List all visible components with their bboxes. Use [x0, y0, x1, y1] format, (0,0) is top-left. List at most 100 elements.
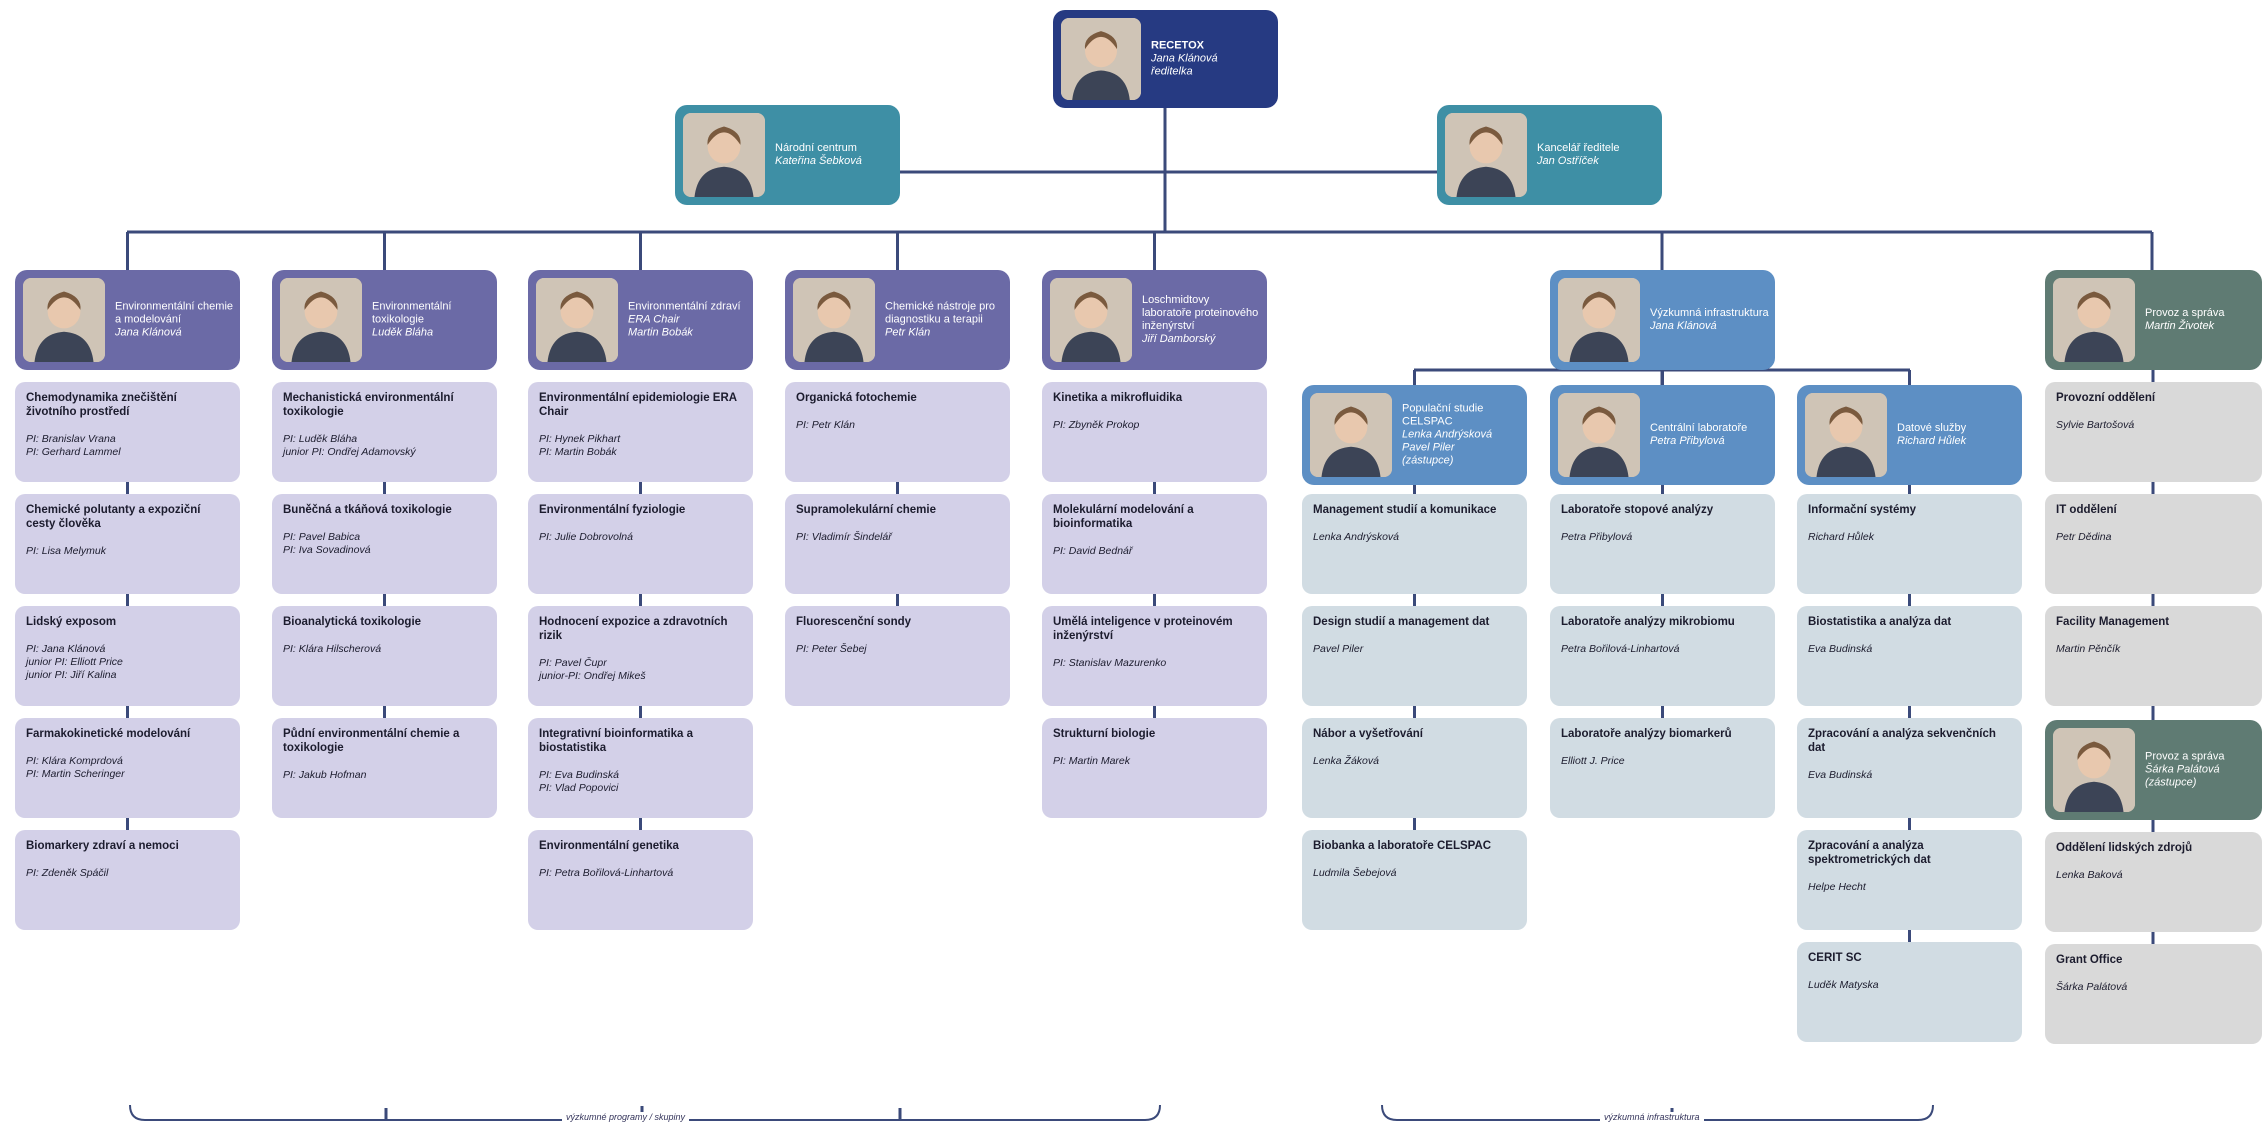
group-title: Grant Office	[2056, 954, 2123, 966]
person-silhouette-icon	[2053, 728, 2135, 812]
person-silhouette-icon	[1061, 18, 1141, 100]
avatar	[1061, 18, 1141, 100]
person-silhouette-icon	[280, 278, 362, 362]
group-title: Chemické polutanty a expoziční cesty člo…	[26, 504, 201, 530]
group-title: Environmentální epidemiologie ERA Chair	[539, 392, 737, 418]
avatar	[1558, 393, 1640, 477]
group-people: PI: Klára Hilscherová	[283, 643, 486, 656]
group-people: PI: Martin Marek	[1053, 755, 1256, 768]
group-title: Laboratoře analýzy biomarkerů	[1561, 728, 1732, 740]
unit-title: Environmentální zdraví	[628, 300, 741, 313]
unit-head-name: Jan Ostříček	[1537, 155, 1599, 167]
person-name: Helpe Hecht	[1808, 881, 1866, 893]
avatar	[1805, 393, 1887, 477]
unit-head-name: Jiří Damborský	[1142, 333, 1216, 345]
unit-title: Datové služby	[1897, 422, 1967, 434]
program-header[interactable]: Chemické nástroje pro diagnostiku a tera…	[785, 270, 1010, 370]
group-people: Ludmila Šebejová	[1313, 867, 1516, 880]
person-name: Eva Budinská	[1808, 769, 1873, 781]
person-silhouette-icon	[2053, 278, 2135, 362]
group-people: PI: Jakub Hofman	[283, 769, 486, 782]
avatar	[23, 278, 105, 362]
group-title: Biostatistika a analýza dat	[1808, 616, 1952, 628]
group-card[interactable]: Mechanistická environmentální toxikologi…	[272, 382, 497, 482]
person-silhouette-icon	[793, 278, 875, 362]
group-title: Organická fotochemie	[796, 392, 917, 404]
group-title: Chemodynamika znečištění životního prost…	[26, 392, 177, 418]
unit-head-name: Petr Klán	[885, 326, 931, 339]
unit-title: Kancelář ředitele	[1537, 142, 1620, 154]
group-title: Nábor a vyšetřování	[1313, 728, 1423, 740]
person-name: PI: Zdeněk Spáčil	[26, 867, 109, 879]
person-silhouette-icon	[1558, 278, 1640, 362]
person-name: PI: Klára Hilscherová	[283, 643, 382, 655]
avatar	[1445, 113, 1527, 197]
group-card[interactable]: Umělá inteligence v proteinovém inženýrs…	[1042, 606, 1267, 706]
group-card[interactable]: Chemické polutanty a expoziční cesty člo…	[15, 494, 240, 594]
group-card[interactable]: Zpracování a analýza spektrometrických d…	[1797, 830, 2022, 930]
unit-head-name: Kateřina Šebková	[775, 155, 862, 167]
unit-head-role: ředitelka	[1151, 65, 1193, 78]
person-name: PI: Stanislav Mazurenko	[1053, 657, 1167, 669]
group-card[interactable]: Chemodynamika znečištění životního prost…	[15, 382, 240, 482]
person-name: PI: Iva Sovadinová	[283, 544, 371, 556]
person-silhouette-icon	[1445, 113, 1527, 197]
group-people: Pavel Piler	[1313, 643, 1516, 656]
group-title: Provozní oddělení	[2056, 392, 2156, 404]
unit-title: RECETOX	[1151, 39, 1204, 52]
program-header[interactable]: Loschmidtovy laboratoře proteinového inž…	[1042, 270, 1267, 370]
group-people: PI: Vladimír Šindelář	[796, 531, 999, 544]
unit-head-name-2: Martin Bobák	[628, 326, 693, 339]
group-card[interactable]: Půdní environmentální chemie a toxikolog…	[272, 718, 497, 818]
person-name: PI: Julie Dobrovolná	[539, 531, 633, 543]
group-card[interactable]: Integrativní bioinformatika a biostatist…	[528, 718, 753, 818]
